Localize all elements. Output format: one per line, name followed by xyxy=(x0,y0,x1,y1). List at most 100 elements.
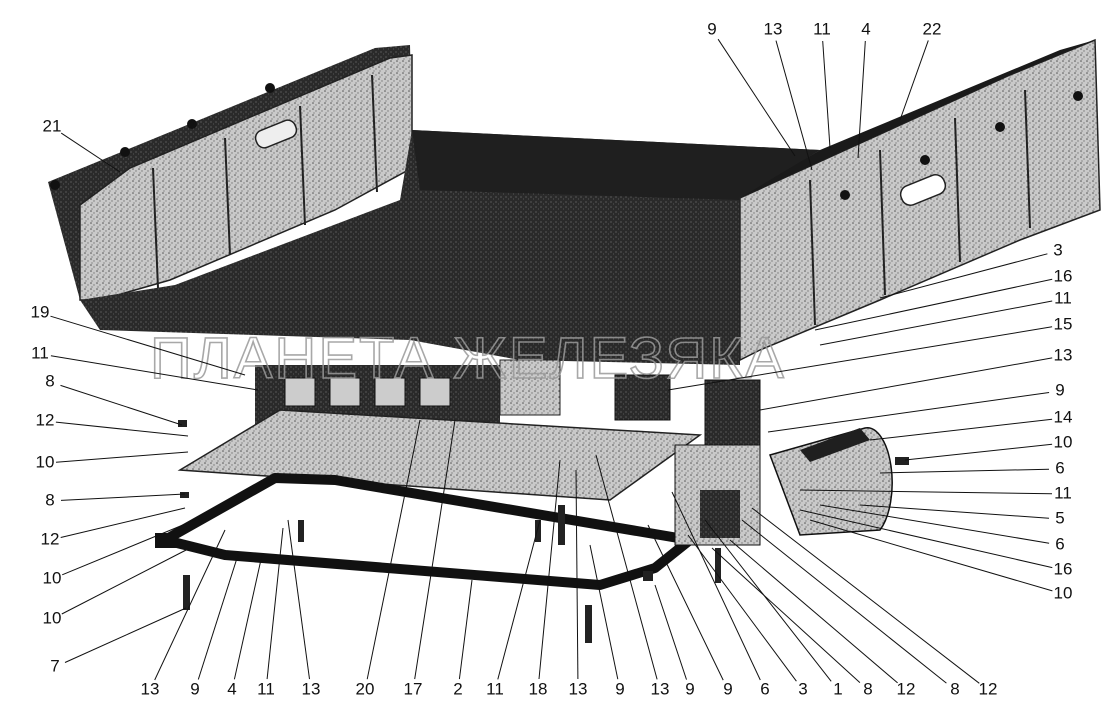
leader-line-10 xyxy=(55,451,189,463)
leader-line-10 xyxy=(809,519,1053,592)
callout-label-12: 12 xyxy=(897,679,916,698)
leader-line-17 xyxy=(414,419,456,680)
leader-line-11 xyxy=(819,300,1053,346)
callout-label-8: 8 xyxy=(863,679,872,698)
left-side-panel xyxy=(48,45,413,301)
callout-label-3: 3 xyxy=(798,679,807,698)
leader-line-9 xyxy=(654,584,687,680)
callout-label-6: 6 xyxy=(760,679,769,698)
leader-line-12 xyxy=(60,507,186,538)
leader-line-8 xyxy=(60,493,186,501)
leader-line-12 xyxy=(729,539,898,684)
leader-line-13 xyxy=(287,519,310,680)
leader-line-16 xyxy=(799,509,1053,569)
callout-label-1: 1 xyxy=(833,679,842,698)
leader-line-12 xyxy=(751,507,980,684)
relay-block-center xyxy=(499,359,671,421)
leader-line-9 xyxy=(197,554,239,680)
leader-line-5 xyxy=(859,504,1050,519)
leader-line-11 xyxy=(822,40,831,149)
leader-line-18 xyxy=(538,459,561,680)
callout-label-8: 8 xyxy=(950,679,959,698)
callout-label-7: 7 xyxy=(50,656,59,675)
callout-label-21: 21 xyxy=(43,116,62,135)
callout-label-13: 13 xyxy=(764,19,783,38)
callout-label-18: 18 xyxy=(529,679,548,698)
leader-line-15 xyxy=(667,326,1053,391)
callout-label-9: 9 xyxy=(615,679,624,698)
callout-label-11: 11 xyxy=(1054,483,1072,502)
callout-label-13: 13 xyxy=(569,679,588,698)
callout-label-9: 9 xyxy=(190,679,199,698)
cylinder-housing xyxy=(769,427,893,536)
callout-label-3: 3 xyxy=(1053,240,1062,259)
leader-line-6 xyxy=(879,468,1050,474)
leader-line-3 xyxy=(687,534,797,682)
callout-label-11: 11 xyxy=(486,679,504,698)
leader-line-14 xyxy=(869,418,1053,441)
callout-label-22: 22 xyxy=(923,19,942,38)
callout-label-6: 6 xyxy=(1055,534,1064,553)
callout-label-10: 10 xyxy=(43,608,62,627)
callout-label-16: 16 xyxy=(1054,266,1073,285)
callout-label-9: 9 xyxy=(707,19,716,38)
leader-line-11 xyxy=(799,489,1053,495)
leader-line-4 xyxy=(233,554,263,680)
callout-label-15: 15 xyxy=(1054,314,1073,333)
leader-line-13 xyxy=(154,529,226,681)
leader-line-3 xyxy=(879,253,1048,299)
callout-label-12: 12 xyxy=(36,410,55,429)
leader-line-13 xyxy=(775,40,813,171)
leader-line-8 xyxy=(741,519,947,684)
leader-line-19 xyxy=(50,315,246,376)
leader-line-13 xyxy=(759,357,1053,411)
callout-label-14: 14 xyxy=(1054,407,1073,426)
callout-label-11: 11 xyxy=(257,679,275,698)
callout-label-13: 13 xyxy=(1054,345,1073,364)
callout-label-20: 20 xyxy=(356,679,375,698)
bolts xyxy=(178,420,909,643)
leader-line-10 xyxy=(904,443,1053,461)
callout-label-9: 9 xyxy=(1055,380,1064,399)
callout-label-8: 8 xyxy=(45,490,54,509)
leader-line-11 xyxy=(50,355,259,391)
leader-line-13 xyxy=(595,454,658,680)
leader-line-10 xyxy=(61,547,191,615)
callout-label-5: 5 xyxy=(1055,508,1064,527)
leader-line-13 xyxy=(575,469,579,680)
leader-line-7 xyxy=(64,607,187,663)
leader-line-9 xyxy=(647,524,724,681)
leader-line-20 xyxy=(366,419,421,680)
leader-lines xyxy=(50,38,1053,684)
callout-label-11: 11 xyxy=(813,19,831,38)
callout-label-10: 10 xyxy=(1054,583,1073,602)
callout-label-11: 11 xyxy=(31,343,49,362)
central-tray xyxy=(80,130,820,365)
leader-line-21 xyxy=(60,132,121,173)
leader-line-11 xyxy=(497,519,541,680)
callout-label-19: 19 xyxy=(31,302,50,321)
callout-label-6: 6 xyxy=(1055,458,1064,477)
leader-line-9 xyxy=(589,544,619,680)
leader-line-12 xyxy=(55,421,189,437)
leader-line-2 xyxy=(458,579,473,680)
leader-line-4 xyxy=(857,40,866,159)
leader-line-8 xyxy=(711,547,861,683)
callout-label-9: 9 xyxy=(685,679,694,698)
leader-line-1 xyxy=(704,519,832,682)
callout-label-10: 10 xyxy=(1054,432,1073,451)
callout-label-8: 8 xyxy=(45,371,54,390)
callout-label-12: 12 xyxy=(979,679,998,698)
callout-label-16: 16 xyxy=(1054,559,1073,578)
leader-line-9 xyxy=(767,392,1050,433)
callout-label-9: 9 xyxy=(723,679,732,698)
leader-line-8 xyxy=(60,384,183,426)
callout-label-17: 17 xyxy=(404,679,423,698)
watermark-text: ПЛАНЕТА ЖЕЛЕЗЯКА xyxy=(150,326,786,391)
callout-label-13: 13 xyxy=(302,679,321,698)
leader-line-6 xyxy=(819,504,1050,544)
callout-label-4: 4 xyxy=(227,679,236,698)
callout-label-10: 10 xyxy=(36,452,55,471)
